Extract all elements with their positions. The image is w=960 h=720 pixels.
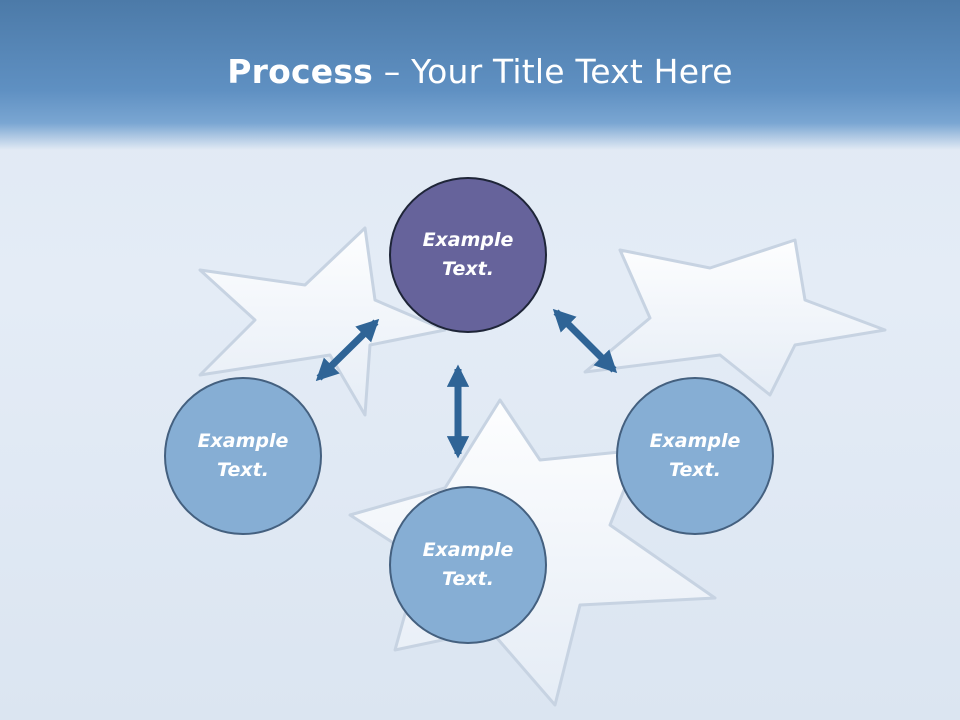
arrow-top-right — [552, 308, 618, 374]
arrow-top-left — [315, 318, 380, 382]
process-node-bottom[interactable]: Example Text. — [389, 486, 547, 644]
node-bottom-label: Example Text. — [422, 539, 514, 590]
node-left-label: Example Text. — [197, 430, 289, 481]
process-node-left[interactable]: Example Text. — [164, 377, 322, 535]
slide-title: Process – Your Title Text Here — [0, 52, 960, 91]
node-top-label: Example Text. — [422, 229, 514, 280]
title-strong: Process — [227, 52, 374, 91]
process-node-right[interactable]: Example Text. — [616, 377, 774, 535]
title-rest: – Your Title Text Here — [373, 52, 733, 91]
node-right-label: Example Text. — [649, 430, 741, 481]
process-node-top[interactable]: Example Text. — [389, 177, 547, 333]
star-right-shape — [583, 238, 887, 397]
header-bar — [0, 0, 960, 150]
